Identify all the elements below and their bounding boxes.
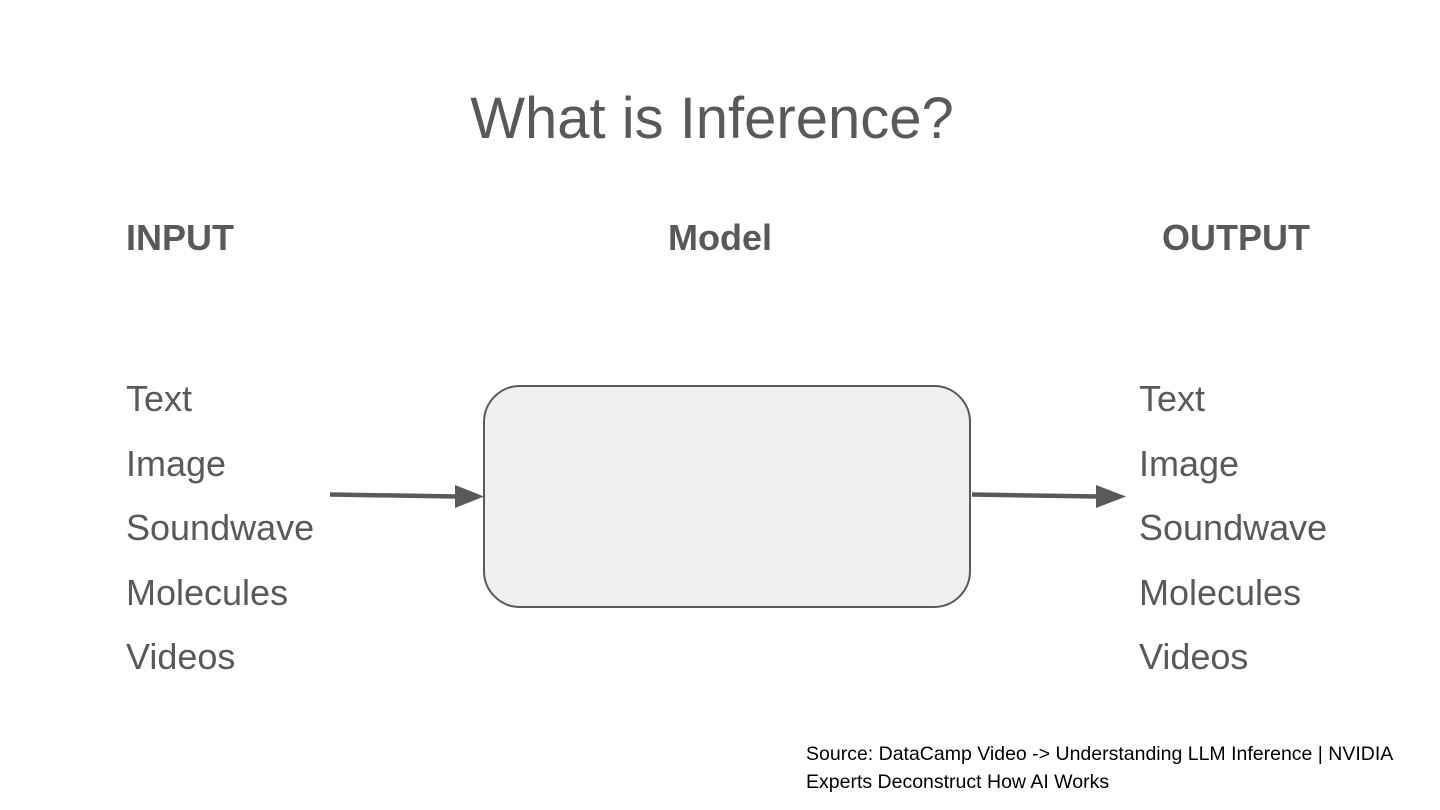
slide-title: What is Inference? <box>470 86 954 151</box>
output-item-molecules: Molecules <box>1139 571 1302 613</box>
input-item-image: Image <box>126 442 227 484</box>
input-header: INPUT <box>126 217 234 258</box>
output-arrow <box>971 485 1126 508</box>
output-item-soundwave: Soundwave <box>1139 507 1328 549</box>
source-citation: Source: DataCamp Video -> Understanding … <box>806 743 1393 793</box>
input-item-molecules: Molecules <box>126 571 289 613</box>
model-header: Model <box>668 217 772 258</box>
output-item-text: Text <box>1139 378 1206 419</box>
model-box <box>483 385 971 608</box>
output-header: OUTPUT <box>1162 217 1310 258</box>
input-arrow <box>329 485 484 508</box>
input-item-text: Text <box>126 378 193 419</box>
input-list: Text Image Soundwave Molecules Videos <box>126 367 314 690</box>
input-item-videos: Videos <box>126 636 236 678</box>
output-item-videos: Videos <box>1139 636 1249 678</box>
output-item-image: Image <box>1139 442 1240 484</box>
output-list: Text Image Soundwave Molecules Videos <box>1139 367 1327 690</box>
input-item-soundwave: Soundwave <box>126 507 315 549</box>
